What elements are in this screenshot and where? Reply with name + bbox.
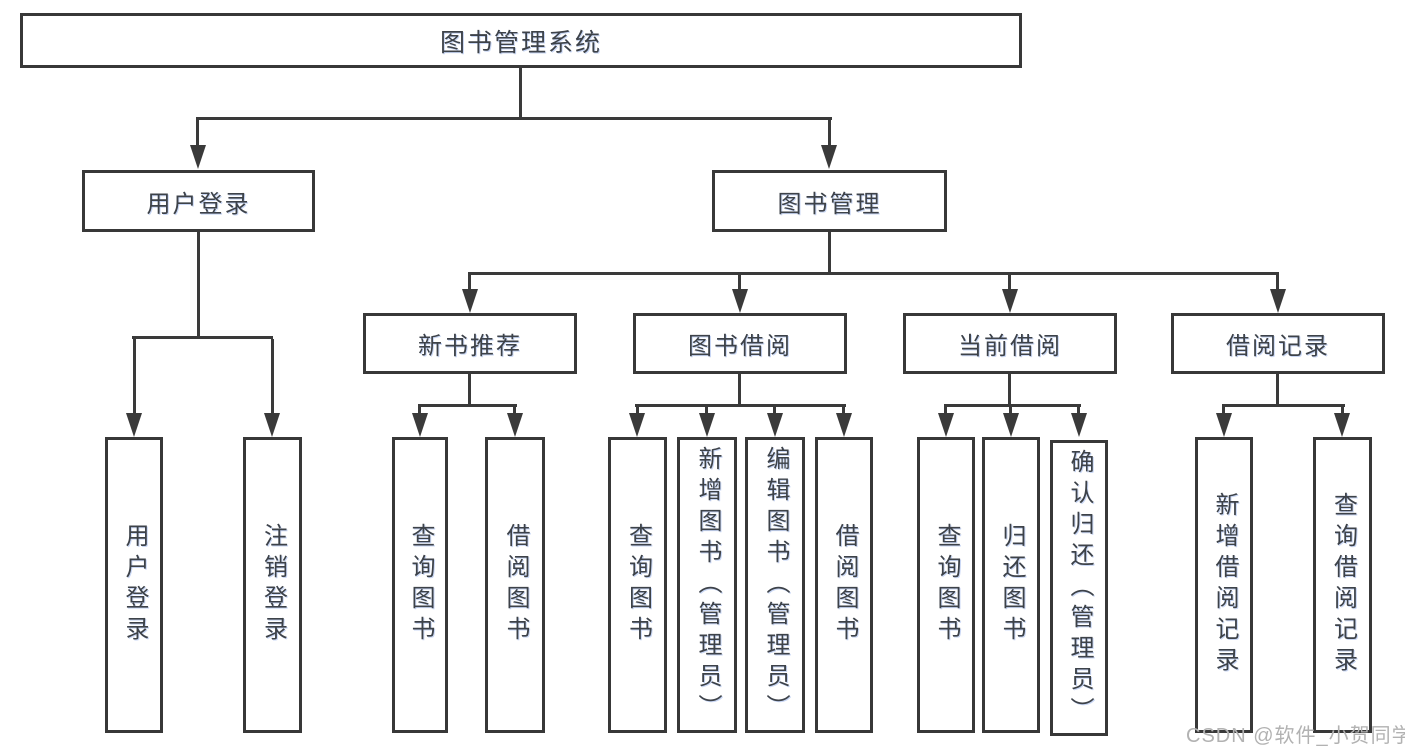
node-book-borrowing: 图书借阅 (633, 313, 847, 374)
arrowhead-leaf-logout (264, 413, 280, 437)
arrowhead (629, 413, 645, 437)
node-label: 查询借阅记录 (1329, 492, 1357, 678)
arrowhead-new-book (462, 289, 478, 313)
node-label: 新增图书（管理员） (694, 445, 721, 725)
node-current-borrowing: 当前借阅 (903, 313, 1117, 374)
node-label: 查询图书 (624, 523, 652, 647)
connector-root-hline (196, 117, 832, 120)
arrowhead (767, 413, 783, 437)
node-user-login: 用户登录 (82, 170, 315, 232)
connector-drop (636, 407, 639, 415)
node-leaf-query-books-borrowing: 查询图书 (608, 437, 667, 733)
node-leaf-borrow-books: 借阅图书 (815, 437, 873, 733)
arrowhead (1071, 413, 1087, 437)
connector-userlogin-hline (132, 336, 273, 339)
node-label: 图书借阅 (688, 333, 792, 360)
arrowhead (412, 413, 428, 437)
node-label: 借阅图书 (831, 523, 858, 647)
connector-currentborrow-hline (944, 404, 1081, 407)
node-leaf-edit-books-admin: 编辑图书（管理员） (745, 437, 805, 733)
node-label: 查询图书 (933, 523, 960, 647)
node-book-management: 图书管理 (712, 170, 947, 232)
connector-drop (773, 407, 776, 415)
connector-drop (1077, 407, 1080, 415)
arrowhead (938, 413, 954, 437)
node-library-system: 图书管理系统 (20, 13, 1022, 68)
connector-bookborrow-stem (738, 374, 741, 407)
node-leaf-return-books: 归还图书 (982, 437, 1040, 733)
connector-records-stem (1276, 374, 1279, 407)
connector-drop-new-book (468, 274, 471, 290)
node-label: 用户登录 (121, 523, 148, 647)
connector-drop (513, 407, 516, 415)
connector-drop-book-borrow (738, 274, 741, 290)
node-label: 图书管理系统 (439, 28, 602, 57)
node-label: 借阅图书 (502, 523, 529, 647)
node-label: 注销登录 (259, 523, 287, 647)
node-leaf-add-books-admin: 新增图书（管理员） (677, 437, 737, 733)
node-leaf-confirm-return-admin: 确认归还（管理员） (1050, 440, 1108, 736)
connector-bookmgmt-hline (468, 272, 1279, 275)
node-borrowing-records: 借阅记录 (1171, 313, 1385, 374)
connector-drop (705, 407, 708, 415)
node-label: 用户登录 (146, 190, 251, 218)
arrowhead-user-login (190, 145, 206, 169)
arrowhead-book-borrow (732, 289, 748, 313)
node-label: 新书推荐 (418, 333, 522, 360)
arrowhead-borrow-records (1270, 289, 1286, 313)
connector-newbook-stem (468, 374, 471, 407)
connector-drop-user-login (196, 119, 199, 147)
node-label: 当前借阅 (958, 333, 1062, 360)
node-label: 编辑图书（管理员） (762, 445, 789, 725)
connector-drop (1341, 407, 1344, 415)
node-leaf-borrow-books-recommend: 借阅图书 (485, 437, 545, 733)
node-new-book-recommend: 新书推荐 (363, 313, 577, 374)
arrowhead (507, 413, 523, 437)
arrowhead-current-borrow (1002, 289, 1018, 313)
connector-drop (944, 407, 947, 415)
connector-drop-book-mgmt (828, 119, 831, 147)
connector-drop (1222, 407, 1225, 415)
connector-records-hline (1222, 404, 1345, 407)
connector-bookmgmt-stem (828, 232, 831, 275)
arrowhead-book-mgmt (821, 145, 837, 169)
connector-bookborrow-hline (635, 404, 846, 407)
node-label: 借阅记录 (1226, 333, 1330, 360)
node-leaf-query-borrow-record: 查询借阅记录 (1313, 437, 1372, 733)
node-label: 确认归还（管理员） (1066, 448, 1093, 728)
connector-drop (1009, 407, 1012, 415)
node-label: 图书管理 (777, 190, 882, 218)
connector-drop (418, 407, 421, 415)
node-leaf-logout: 注销登录 (243, 437, 302, 733)
connector-drop-borrow-records (1276, 274, 1279, 290)
node-leaf-add-borrow-record: 新增借阅记录 (1195, 437, 1253, 733)
node-leaf-query-books-recommend: 查询图书 (392, 437, 448, 733)
connector-root-stem (519, 68, 522, 119)
connector-drop-current-borrow (1008, 274, 1011, 290)
node-label: 新增借阅记录 (1211, 492, 1238, 678)
node-leaf-user-login: 用户登录 (105, 437, 163, 733)
arrowhead (1334, 413, 1350, 437)
connector-newbook-hline (418, 404, 517, 407)
node-leaf-query-books-current: 查询图书 (917, 437, 975, 733)
node-label: 查询图书 (407, 523, 434, 647)
arrowhead (1003, 413, 1019, 437)
arrowhead (1216, 413, 1232, 437)
csdn-watermark: CSDN @软件_小贺同学 (1186, 725, 1405, 747)
connector-userlogin-stem (197, 232, 200, 339)
arrowhead (699, 413, 715, 437)
connector-drop (842, 407, 845, 415)
node-label: 归还图书 (998, 523, 1025, 647)
arrowhead (836, 413, 852, 437)
connector-drop-leaf-logout (271, 339, 274, 414)
connector-currentborrow-stem (1008, 374, 1011, 407)
arrowhead-leaf-login (126, 413, 142, 437)
connector-drop-leaf-login (133, 339, 136, 414)
